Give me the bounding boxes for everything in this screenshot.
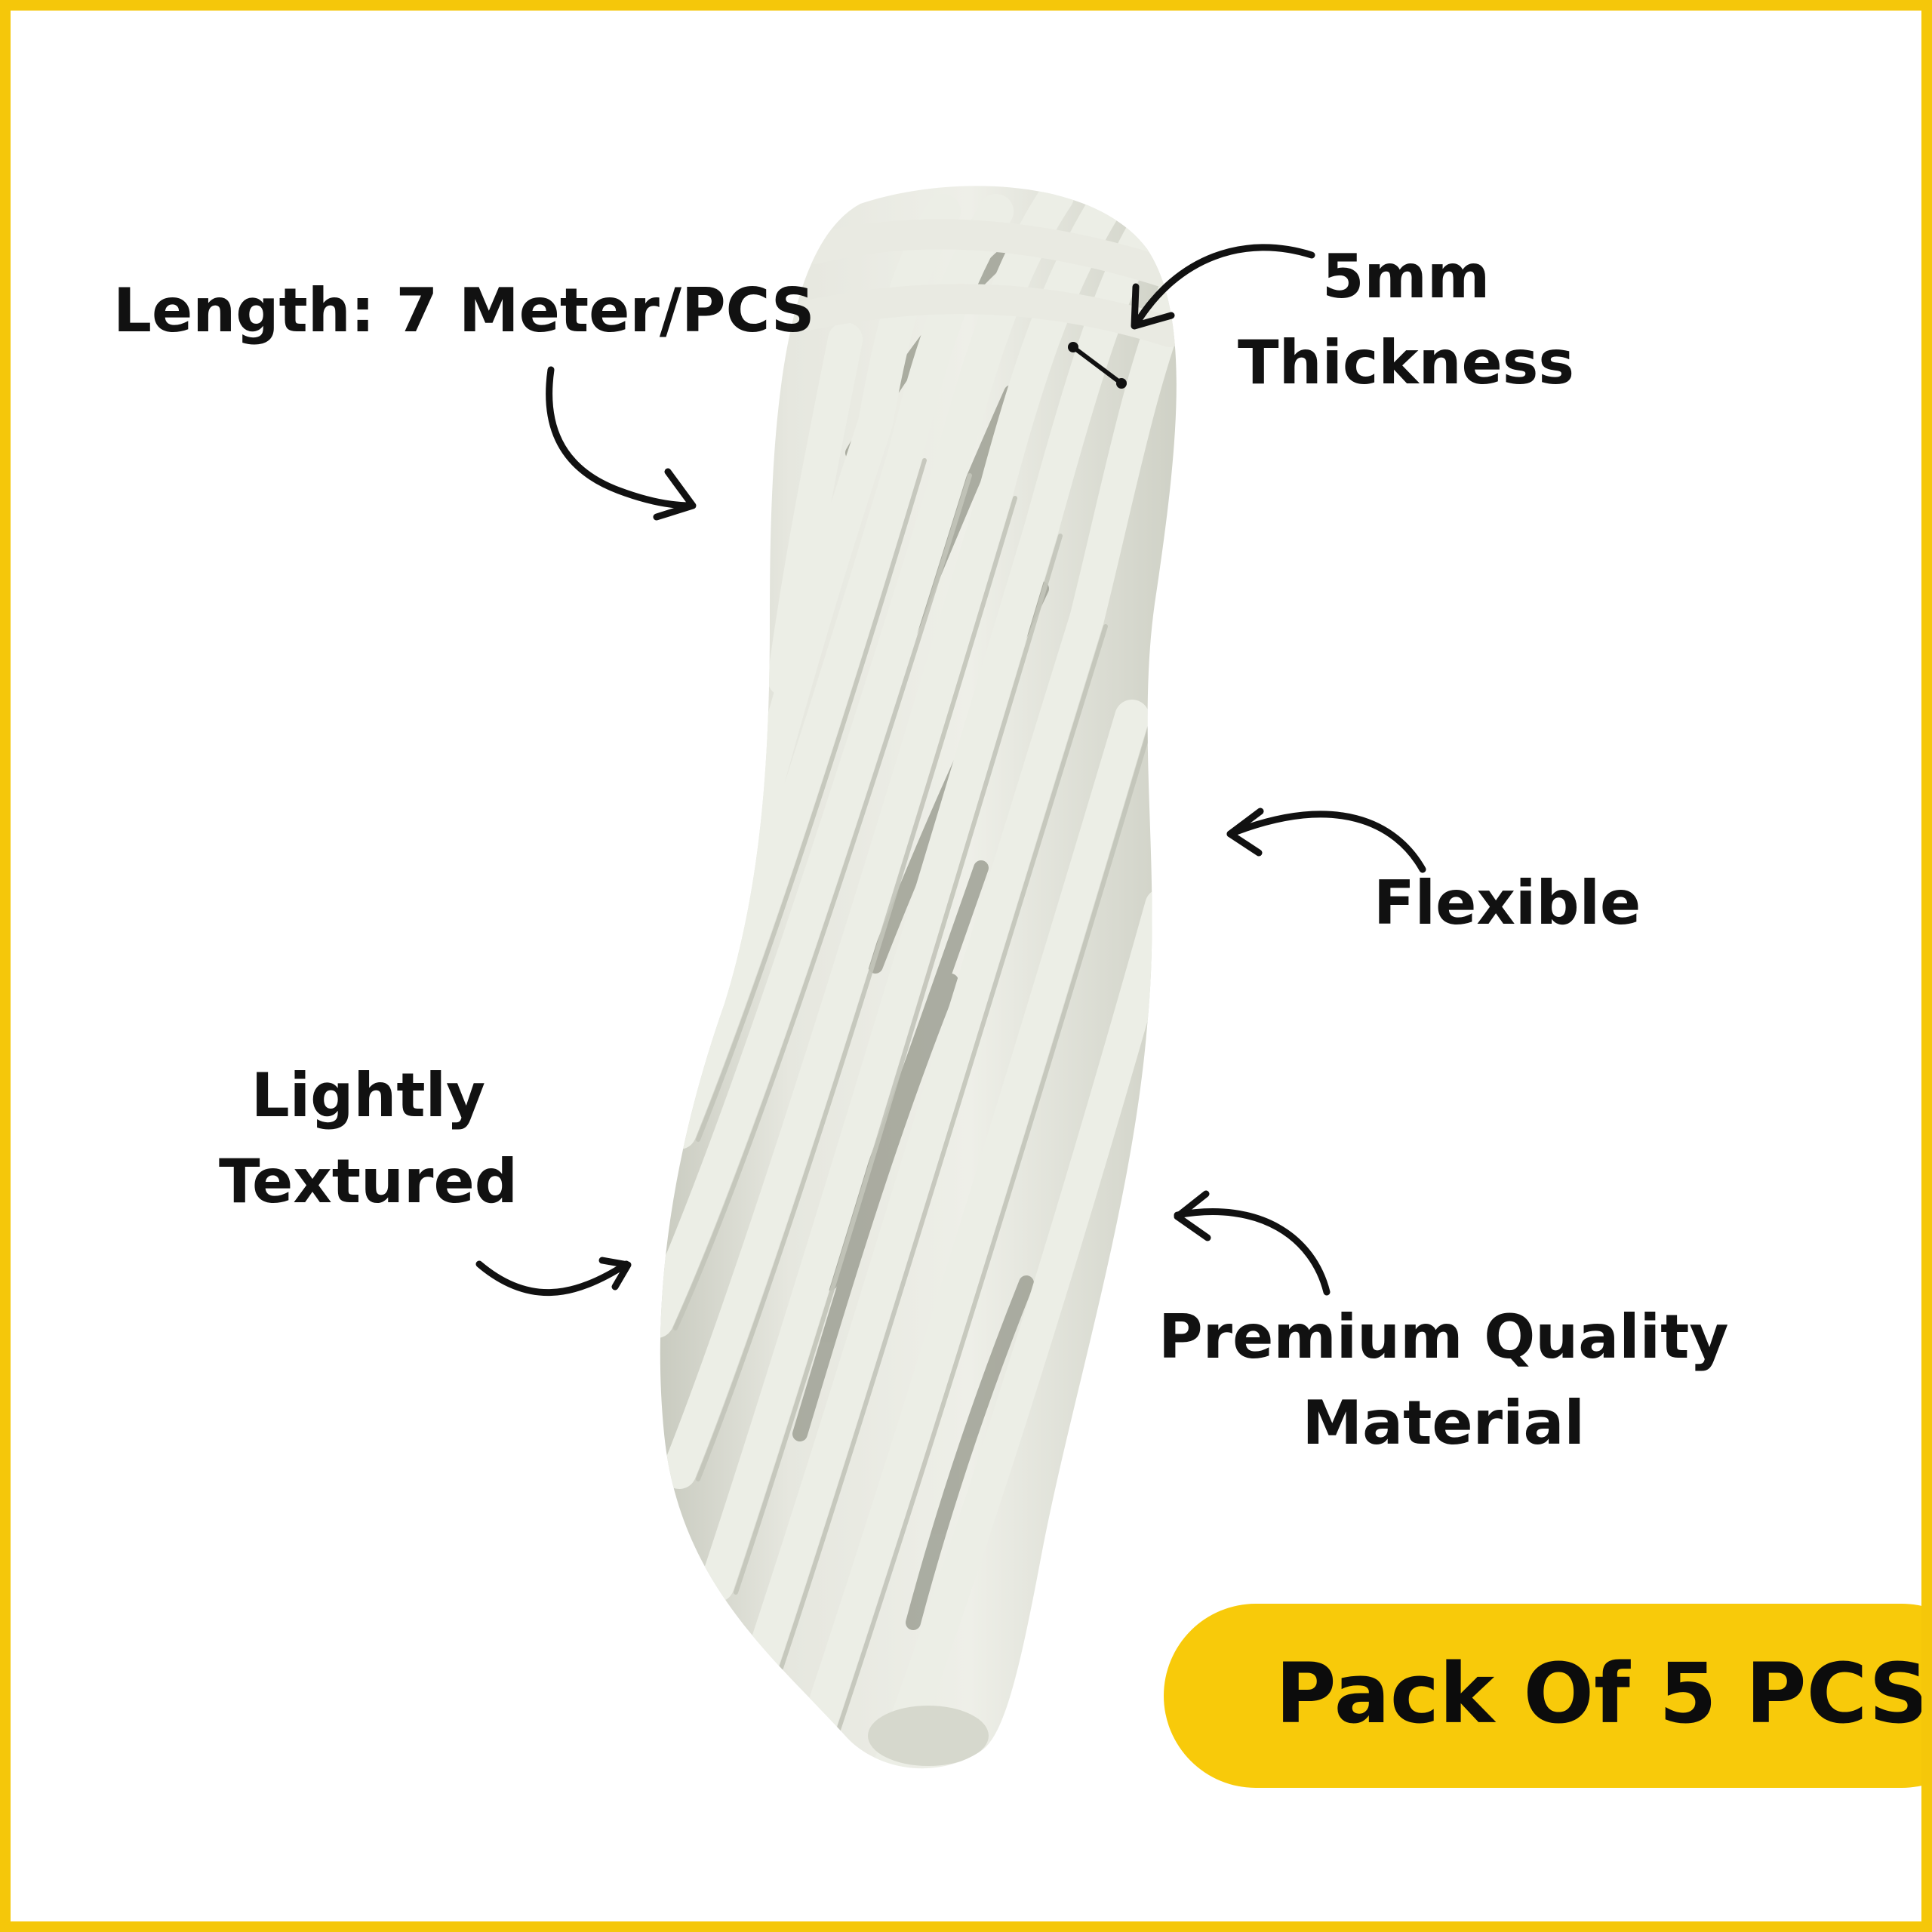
textured-line2: Textured (219, 1146, 518, 1217)
thickness-caption: Thickness (1238, 327, 1575, 398)
textured-label: Lightly Textured (219, 1053, 518, 1224)
premium-line1: Premium Quality (1158, 1302, 1729, 1372)
length-text: Length: 7 Meter/PCS (113, 275, 815, 346)
length-label: Length: 7 Meter/PCS (113, 268, 815, 354)
flexible-label: Flexible (1374, 860, 1641, 946)
flexible-text: Flexible (1374, 868, 1641, 938)
textured-line1: Lightly (251, 1060, 486, 1131)
thickness-label: 5mm Thickness (1238, 234, 1574, 405)
pack-badge-text: Pack Of 5 PCS (1275, 1645, 1929, 1742)
pack-badge (1164, 1604, 1932, 1788)
premium-line2: Material (1302, 1387, 1585, 1458)
thickness-value: 5mm (1321, 242, 1491, 312)
premium-quality-label: Premium Quality Material (1158, 1294, 1728, 1466)
thickness-measure-icon (1068, 342, 1127, 389)
